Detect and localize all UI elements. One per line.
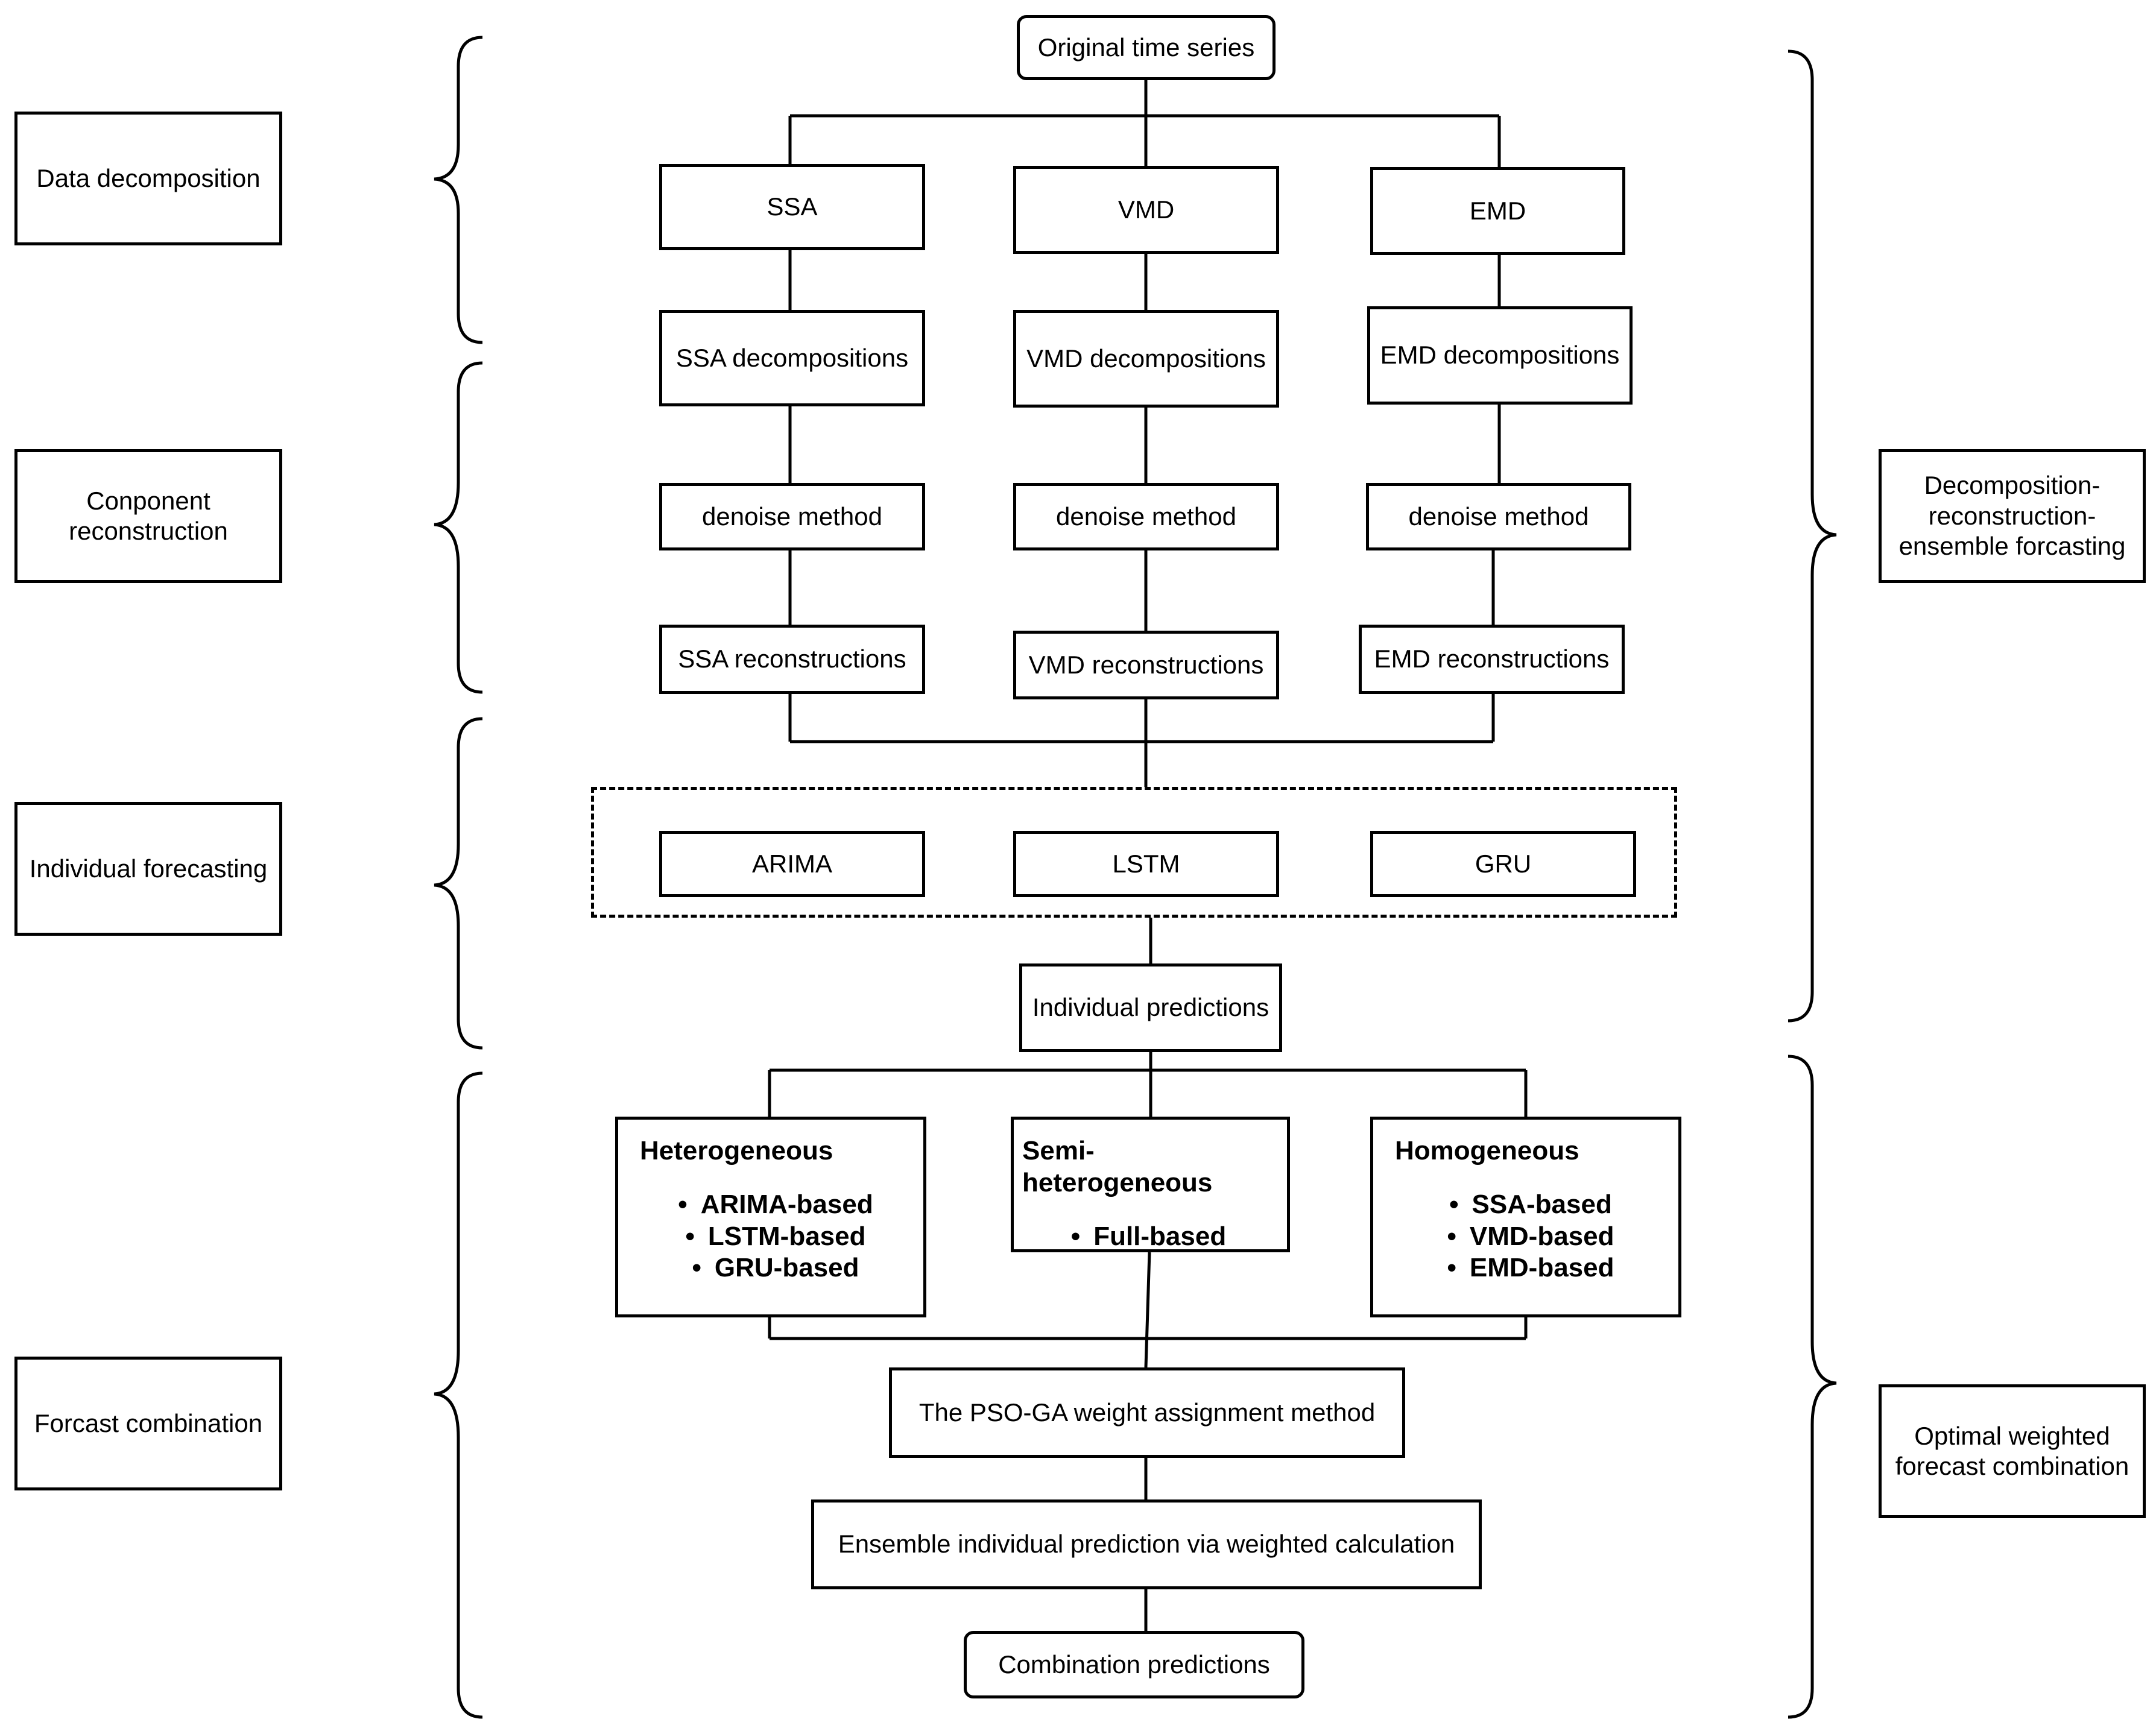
node-denoise-vmd: denoise method: [1013, 483, 1279, 550]
node-individual-predictions: Individual predictions: [1019, 963, 1282, 1052]
node-arima: ARIMA: [659, 831, 925, 897]
group-homogeneous-item: EMD-based: [1395, 1252, 1666, 1284]
right-brace-2: [1788, 1055, 1837, 1719]
framework-optimal-weighted-combination: Optimal weighted forecast combination: [1879, 1384, 2146, 1518]
forecast-models-group: [591, 787, 1677, 918]
node-ssa: SSA: [659, 164, 925, 250]
node-vmd: VMD: [1013, 166, 1279, 254]
node-combination-predictions: Combination predictions: [964, 1631, 1304, 1698]
node-emd-decompositions: EMD decompositions: [1367, 306, 1633, 405]
left-brace-4: [434, 1071, 483, 1719]
group-heterogeneous-item: LSTM-based: [640, 1221, 911, 1253]
node-ssa-reconstructions: SSA reconstructions: [659, 625, 925, 694]
node-ssa-decompositions: SSA decompositions: [659, 310, 925, 406]
group-semi-heterogeneous-item: Full-based: [1022, 1221, 1275, 1253]
node-denoise-ssa: denoise method: [659, 483, 925, 550]
node-ensemble-weighted-calculation: Ensemble individual prediction via weigh…: [811, 1499, 1482, 1589]
stage-component-reconstruction: Conponent reconstruction: [14, 449, 282, 583]
node-original-time-series: Original time series: [1017, 15, 1276, 80]
left-brace-1: [434, 36, 483, 344]
group-homogeneous-item: VMD-based: [1395, 1221, 1666, 1253]
group-homogeneous: Homogeneous SSA-based VMD-based EMD-base…: [1370, 1117, 1681, 1317]
group-homogeneous-title: Homogeneous: [1395, 1136, 1579, 1165]
node-pso-ga-weight-assignment: The PSO-GA weight assignment method: [889, 1367, 1405, 1458]
node-lstm: LSTM: [1013, 831, 1279, 897]
framework-decomposition-reconstruction-ensemble: Decomposition-reconstruction-ensemble fo…: [1879, 449, 2146, 583]
group-semi-heterogeneous-title: Semi-heterogeneous: [1022, 1136, 1213, 1197]
node-vmd-decompositions: VMD decompositions: [1013, 310, 1279, 408]
left-brace-3: [434, 717, 483, 1050]
group-heterogeneous: Heterogeneous ARIMA-based LSTM-based GRU…: [615, 1117, 926, 1317]
stage-individual-forecasting: Individual forecasting: [14, 802, 282, 936]
left-brace-2: [434, 361, 483, 694]
group-heterogeneous-title: Heterogeneous: [640, 1136, 833, 1165]
node-gru: GRU: [1370, 831, 1636, 897]
group-semi-heterogeneous: Semi-heterogeneous Full-based: [1011, 1117, 1290, 1252]
node-vmd-reconstructions: VMD reconstructions: [1013, 631, 1279, 699]
node-emd: EMD: [1370, 167, 1625, 255]
stage-forecast-combination: Forcast combination: [14, 1357, 282, 1490]
group-homogeneous-item: SSA-based: [1395, 1189, 1666, 1221]
group-heterogeneous-item: GRU-based: [640, 1252, 911, 1284]
group-heterogeneous-item: ARIMA-based: [640, 1189, 911, 1221]
node-emd-reconstructions: EMD reconstructions: [1359, 625, 1625, 694]
stage-data-decomposition: Data decomposition: [14, 112, 282, 245]
right-brace-1: [1788, 49, 1837, 1023]
node-denoise-emd: denoise method: [1366, 483, 1631, 550]
